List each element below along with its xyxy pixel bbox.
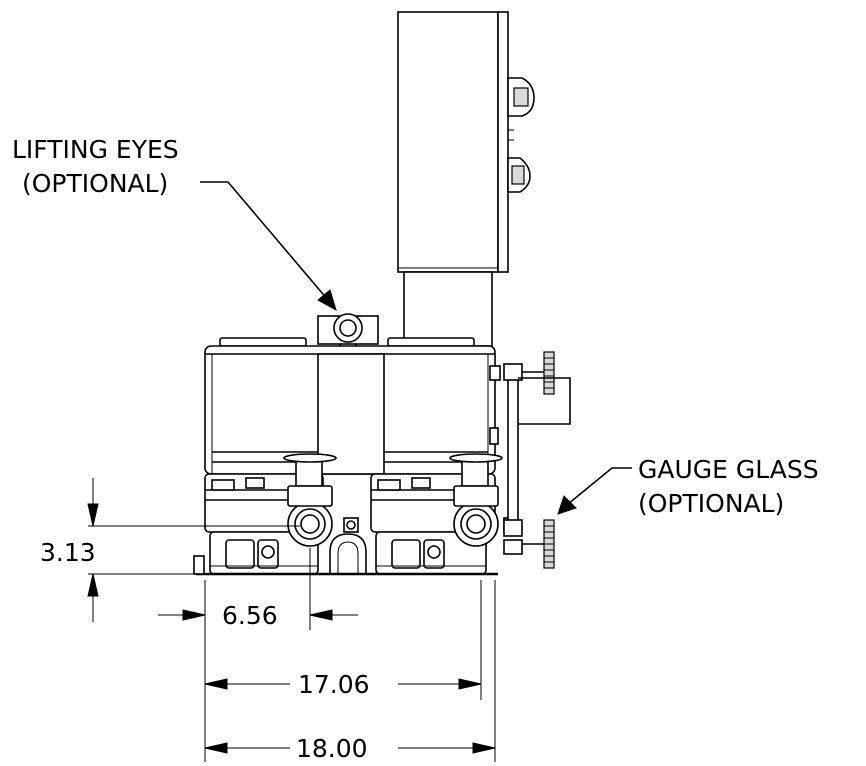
gauge-glass-label-line2: (OPTIONAL) [638, 489, 784, 518]
center-drain [329, 533, 367, 575]
gauge-glass-leader [567, 467, 632, 505]
base-rail [193, 555, 498, 576]
dim-overall-width: 18.00 [204, 580, 496, 763]
lifting-eyes-leader [200, 181, 329, 301]
dim-height-offset: 3.13 [40, 478, 300, 622]
callout-lifting-eyes: LIFTING EYES (OPTIONAL) [12, 135, 337, 312]
lifting-eyes-arrowhead [317, 289, 337, 312]
dim-height-offset-value: 3.13 [40, 538, 96, 567]
gauge-glass [503, 351, 571, 569]
control-panel [397, 11, 535, 280]
lifting-eye [317, 313, 379, 352]
lifting-eyes-label-line2: (OPTIONAL) [22, 169, 168, 198]
dim-outlet-offset-value: 6.56 [222, 601, 278, 630]
dim-overall-width-value: 18.00 [296, 734, 368, 763]
dim-inner-width-value: 17.06 [298, 670, 370, 699]
gauge-glass-label-line1: GAUGE GLASS [638, 455, 819, 484]
tank-body [204, 337, 501, 475]
dim-outlet-offset: 6.56 [158, 548, 358, 630]
dim-inner-width: 17.06 [204, 580, 482, 762]
gauge-glass-arrowhead [557, 495, 577, 515]
lifting-eyes-label-line1: LIFTING EYES [12, 135, 179, 164]
pump-left [204, 453, 359, 575]
panel-stand [403, 271, 493, 347]
callout-gauge-glass: GAUGE GLASS (OPTIONAL) [557, 455, 819, 518]
